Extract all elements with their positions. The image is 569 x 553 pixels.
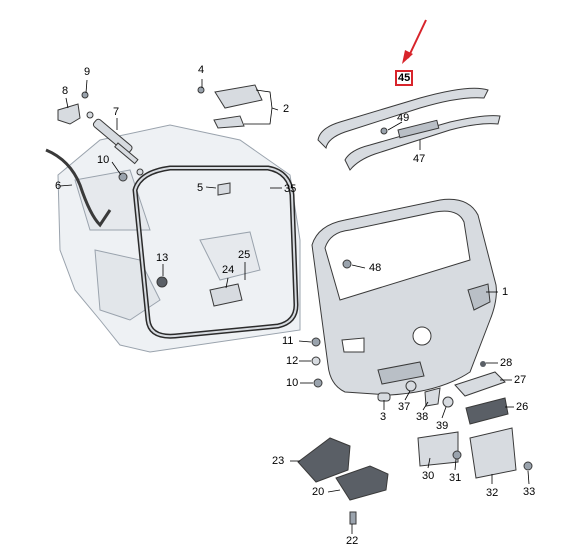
label-part-33: 33 bbox=[523, 486, 536, 498]
label-part-30: 30 bbox=[422, 470, 435, 482]
label-part-26: 26 bbox=[516, 401, 529, 413]
label-part-49: 49 bbox=[397, 112, 410, 124]
label-part-1: 1 bbox=[502, 286, 509, 298]
highlight-arrow bbox=[402, 19, 427, 64]
tailgate bbox=[311, 198, 497, 396]
label-part-35: 35 bbox=[284, 183, 297, 195]
label-part-22: 22 bbox=[346, 535, 359, 547]
label-part-39: 39 bbox=[436, 420, 449, 432]
label-part-9: 9 bbox=[84, 66, 91, 78]
label-part-24: 24 bbox=[222, 264, 235, 276]
label-part-25: 25 bbox=[238, 249, 251, 261]
label-part-37: 37 bbox=[398, 401, 411, 413]
label-part-12: 12 bbox=[286, 355, 299, 367]
label-part-8: 8 bbox=[62, 85, 69, 97]
label-part-7: 7 bbox=[113, 106, 120, 118]
label-part-5: 5 bbox=[197, 182, 204, 194]
gas-strut bbox=[86, 111, 144, 176]
label-part-23: 23 bbox=[272, 455, 285, 467]
spoiler bbox=[317, 87, 489, 150]
label-part-4: 4 bbox=[198, 64, 205, 76]
label-part-10-bottom: 10 bbox=[286, 377, 299, 389]
leader-lines bbox=[59, 79, 530, 534]
cable bbox=[45, 148, 112, 228]
label-part-2: 2 bbox=[283, 103, 290, 115]
label-part-3: 3 bbox=[380, 411, 387, 423]
hinge-bracket bbox=[197, 84, 263, 129]
label-part-13: 13 bbox=[156, 252, 169, 264]
label-part-31: 31 bbox=[449, 472, 462, 484]
label-part-10-top: 10 bbox=[97, 154, 110, 166]
hinge bbox=[57, 103, 81, 125]
label-part-6: 6 bbox=[55, 180, 62, 192]
label-part-20: 20 bbox=[312, 486, 325, 498]
label-part-28: 28 bbox=[500, 357, 513, 369]
label-part-48: 48 bbox=[369, 262, 382, 274]
car-body-outline bbox=[57, 124, 301, 353]
label-part-11: 11 bbox=[282, 335, 294, 347]
label-part-27: 27 bbox=[514, 374, 527, 386]
label-part-45: 45 bbox=[395, 70, 414, 86]
label-part-38: 38 bbox=[416, 411, 429, 423]
brake-light-trim bbox=[344, 115, 501, 171]
label-part-47: 47 bbox=[413, 153, 426, 165]
label-part-32: 32 bbox=[486, 487, 499, 499]
